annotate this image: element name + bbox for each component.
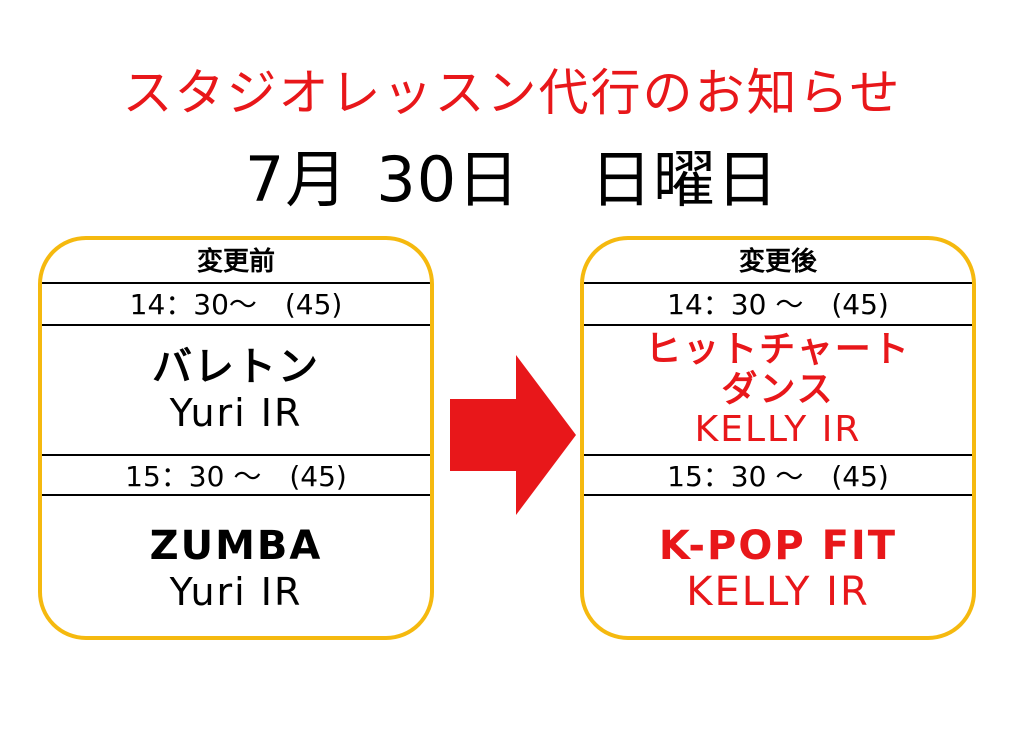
before-slot-2-class: ZUMBA: [149, 523, 323, 569]
before-slot-1: バレトン Yuri IR: [42, 326, 430, 454]
after-slot-2-instructor: KELLY IR: [686, 569, 870, 615]
before-slot-1-time: 14：30～ (45): [42, 284, 430, 326]
after-slot-1-instructor: KELLY IR: [694, 409, 862, 450]
date-day: 30日: [376, 143, 521, 216]
right-arrow-icon: [450, 355, 576, 515]
after-header: 変更後: [584, 240, 972, 284]
after-slot-1-class-line1: ヒットチャート: [645, 329, 911, 370]
date-month: 7月: [244, 143, 349, 216]
after-slot-1-class-line2: ダンス: [721, 369, 835, 410]
before-header: 変更前: [42, 240, 430, 284]
after-slot-2: K-POP FIT KELLY IR: [584, 498, 972, 636]
before-card: 変更前 14：30～ (45) バレトン Yuri IR 15：30 ～ (45…: [38, 236, 434, 640]
after-slot-1: ヒットチャート ダンス KELLY IR: [584, 326, 972, 454]
right-arrow-shape: [450, 355, 576, 515]
date-weekday: 日曜日: [590, 143, 780, 216]
before-slot-1-instructor: Yuri IR: [169, 391, 303, 435]
before-slot-2-instructor: Yuri IR: [169, 570, 303, 614]
before-slot-2-time: 15：30 ～ (45): [42, 454, 430, 496]
after-slot-1-time: 14：30 ～ (45): [584, 284, 972, 326]
before-slot-1-class: バレトン: [152, 344, 320, 390]
after-slot-2-time: 15：30 ～ (45): [584, 454, 972, 496]
notice-title: スタジオレッスン代行のお知らせ: [122, 64, 902, 122]
after-card: 変更後 14：30 ～ (45) ヒットチャート ダンス KELLY IR 15…: [580, 236, 976, 640]
before-slot-2: ZUMBA Yuri IR: [42, 498, 430, 636]
after-slot-2-class: K-POP FIT: [658, 523, 898, 569]
notice-date: 7月 30日日曜日: [0, 140, 1024, 220]
